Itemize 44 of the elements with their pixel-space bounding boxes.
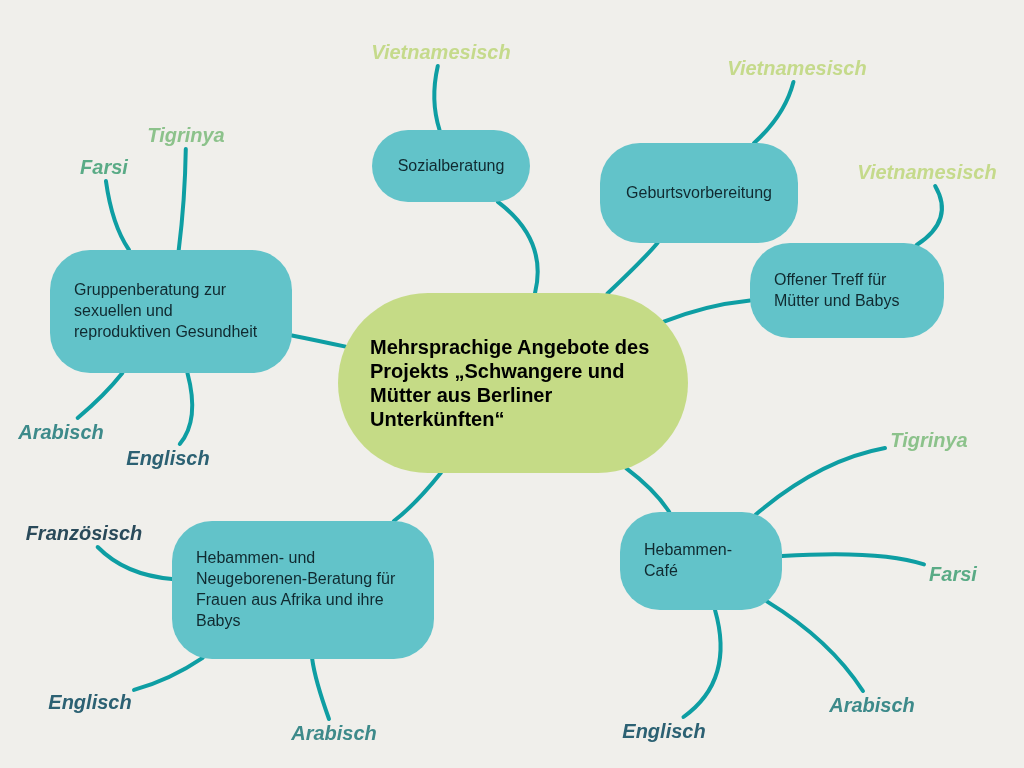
node-text: Offener Treff für Mütter und Babys: [774, 269, 901, 311]
connector-line: [176, 147, 188, 252]
node-text: Tigrinya: [147, 123, 225, 148]
node-text: Arabisch: [829, 693, 915, 718]
connector-line: [780, 552, 926, 567]
node-text: Farsi: [929, 562, 977, 587]
topic-box: [50, 250, 292, 373]
node-text: Englisch: [622, 719, 706, 744]
connector-line: [95, 545, 174, 581]
connector-line: [624, 466, 672, 514]
node-text: Englisch: [48, 690, 132, 715]
node-text: Vietnamesisch: [727, 56, 867, 81]
connector-line: [310, 657, 331, 721]
node-text: Vietnamesisch: [371, 40, 511, 65]
node-text: Englisch: [126, 446, 210, 471]
topic-box: [172, 521, 434, 659]
connector-line: [752, 80, 796, 145]
connector-line: [432, 64, 442, 132]
topic-box: [620, 512, 782, 610]
node-text: Sozialberatung: [397, 155, 505, 176]
connector-line: [177, 371, 195, 446]
connector-line: [605, 241, 660, 296]
node-text: Vietnamesisch: [857, 160, 997, 185]
connector-line: [914, 184, 944, 248]
node-text: Französisch: [25, 521, 143, 546]
connector-line: [132, 655, 205, 692]
node-text: Farsi: [80, 155, 128, 180]
node-text: Tigrinya: [890, 428, 968, 453]
topic-box: [600, 143, 798, 243]
connector-line: [753, 446, 887, 517]
connector-line: [681, 608, 723, 719]
connector-line: [75, 371, 125, 420]
node-text: Gruppenberatung zur sexuellen und reproduktiven Gesundheit: [74, 280, 259, 342]
connector-line: [764, 599, 865, 693]
connector-line: [495, 199, 540, 295]
node-text: Arabisch: [18, 420, 104, 445]
node-text: Hebammen-Café: [644, 540, 734, 581]
topic-box: [750, 243, 944, 338]
node-text: Mehrsprachige Angebote des Projekts „Schwangere und Mütter aus Berliner Unterkünften“: [370, 335, 651, 431]
connector-line: [103, 179, 132, 252]
node-text: Hebammen- und Neugeborenen-Beratung für Frauen aus Afrika und ihre Babys: [196, 548, 397, 631]
node-text: Geburtsvorbereitung: [626, 182, 772, 203]
connector-line: [391, 471, 443, 523]
node-text: Arabisch: [291, 721, 377, 746]
